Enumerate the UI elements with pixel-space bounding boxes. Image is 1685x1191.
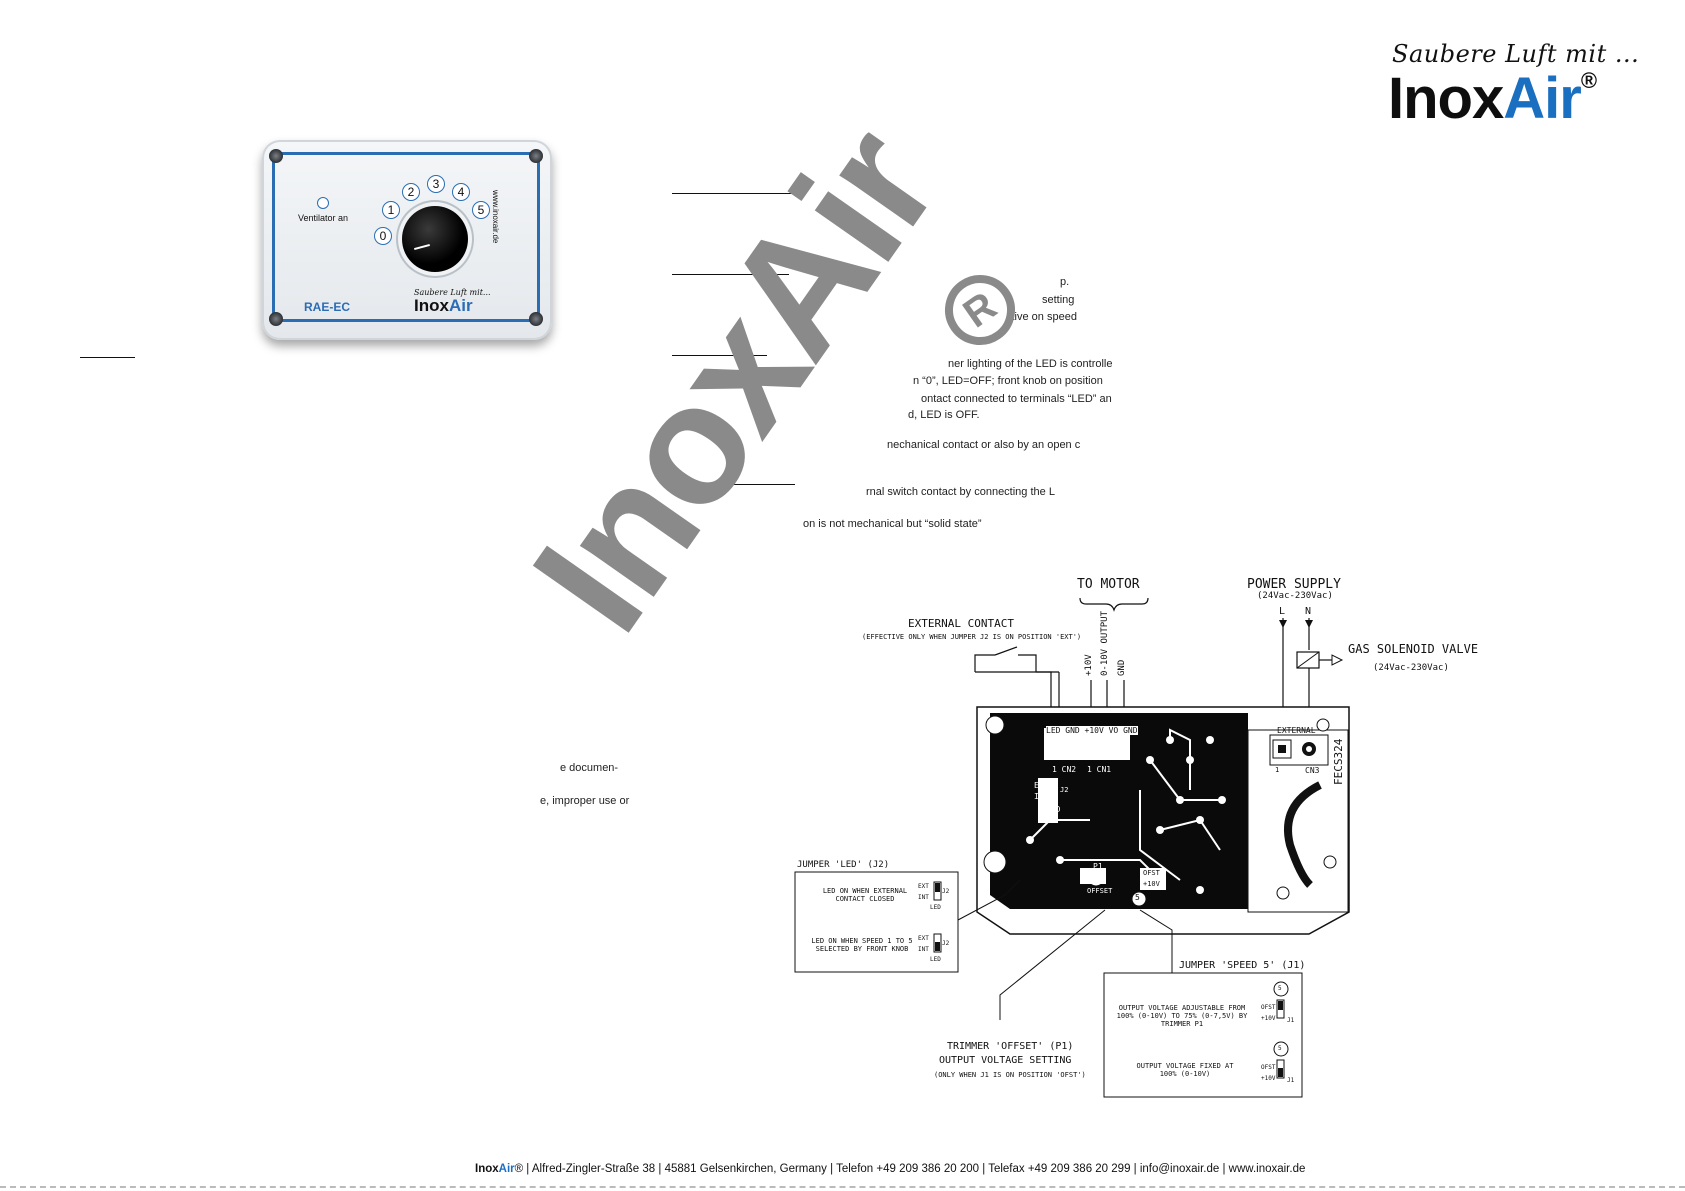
logo-reg: ® [1580, 68, 1597, 93]
screw-icon [269, 149, 283, 163]
led-on-external-label: LED ON WHEN EXTERNAL CONTACT CLOSED [822, 887, 908, 903]
external-contact-note: (EFFECTIVE ONLY WHEN JUMPER J2 IS ON POS… [862, 633, 1082, 641]
speed5-marker: 5 [1278, 985, 1282, 992]
output-label: 0-10V OUTPUT [1100, 610, 1110, 676]
power-range-label: (24Vac-230Vac) [1257, 591, 1333, 601]
ext-pin-label: EXT [1034, 781, 1049, 790]
j2-label: J2 [1060, 786, 1069, 794]
text-fragment: ctive on speed [1006, 311, 1077, 323]
dial-number: 5 [472, 201, 490, 219]
trimmer-title: TRIMMER 'OFFSET' (P1) [947, 1041, 1074, 1052]
jumper-speed-title: JUMPER 'SPEED 5' (J1) [1179, 960, 1306, 971]
external-terminal-label: EXTERNAL [1277, 726, 1316, 735]
external-contact-label: EXTERNAL CONTACT [908, 617, 1014, 630]
gnd-label: GND [1117, 659, 1127, 676]
text-fragment: ontact connected to terminals “LED” an [921, 393, 1112, 405]
neutral-N-label: N [1305, 606, 1312, 617]
gas-valve-label: GAS SOLENOID VALVE [1348, 642, 1479, 656]
dial-number: 1 [382, 201, 400, 219]
screw-icon [529, 149, 543, 163]
heading-underline [672, 484, 795, 485]
text-fragment: n “0”, LED=OFF; front knob on position [913, 375, 1103, 387]
led-on-speed-label: LED ON WHEN SPEED 1 TO 5 SELECTED BY FRO… [811, 937, 913, 953]
controller-device-image: Ventilator an 0 1 2 3 4 5 RAE-EC Saubere… [262, 140, 552, 340]
terminal-labels: LED GND +10V VO GND [1046, 726, 1138, 735]
led-pin-label: LED [1046, 805, 1061, 814]
j2-label: J2 [942, 940, 950, 947]
int-label: INT [918, 894, 929, 901]
brand-logo: InoxAir® [1388, 68, 1597, 128]
bottom-divider [0, 1186, 1685, 1188]
footer-contact: InoxAir® | Alfred-Zingler-Straße 38 | 45… [475, 1163, 1306, 1175]
j2-label: J2 [942, 888, 950, 895]
to-motor-label: TO MOTOR [1077, 577, 1140, 592]
offset-label: OFFSET [1087, 887, 1113, 895]
plus10v-small-label: +10V [1261, 1075, 1276, 1082]
line-L-label: L [1279, 606, 1286, 617]
device-frame [272, 152, 540, 322]
dial-number: 3 [427, 175, 445, 193]
device-logo: InoxAir [414, 296, 473, 315]
led-indicator-icon [317, 197, 329, 209]
ofst-label: OFST [1261, 1004, 1276, 1011]
speed5-marker: 5 [1135, 893, 1140, 902]
gas-range-label: (24Vac-230Vac) [1373, 663, 1449, 673]
j1-label: J1 [1287, 1017, 1295, 1024]
heading-underline [80, 357, 135, 358]
board-id-label: FECS324 [1332, 738, 1345, 785]
ext-label: EXT [918, 883, 929, 890]
cn2-label: 1 CN2 [1052, 765, 1077, 774]
p1-label: P1 [1093, 862, 1103, 871]
text-fragment: d, LED is OFF. [908, 409, 980, 421]
device-tagline: Saubere Luft mit... [414, 288, 491, 297]
cn3-label: CN3 [1305, 766, 1320, 775]
plus10v-small-label: +10V [1143, 880, 1160, 888]
led-label: LED [930, 904, 941, 911]
cn3-pin-label: 1 [1275, 766, 1280, 774]
ext-label: EXT [918, 935, 929, 942]
text-fragment: setting [1042, 294, 1075, 306]
dial-number: 2 [402, 183, 420, 201]
heading-underline [672, 274, 789, 275]
dial-number: 4 [452, 183, 470, 201]
int-label: INT [918, 946, 929, 953]
power-supply-label: POWER SUPPLY [1247, 577, 1341, 592]
speed-knob [402, 206, 468, 272]
trimmer-note: (ONLY WHEN J1 IS ON POSITION 'OFST') [934, 1071, 1086, 1079]
speed5-marker: 5 [1278, 1045, 1282, 1052]
heading-underline [672, 193, 794, 194]
plus10v-label: +10V [1084, 654, 1094, 676]
dial-number: 0 [374, 227, 392, 245]
heading-underline [672, 355, 767, 356]
ofst-label: OFST [1261, 1064, 1276, 1071]
text-fragment: rnal switch contact by connecting the L [866, 486, 1055, 498]
int-pin-label: INT [1034, 792, 1049, 801]
trimmer-subtitle: OUTPUT VOLTAGE SETTING [939, 1055, 1072, 1066]
speed-adjustable-label: OUTPUT VOLTAGE ADJUSTABLE FROM 100% (0-1… [1116, 1004, 1248, 1028]
plus10v-small-label: +10V [1261, 1015, 1276, 1022]
logo-tagline: Saubere Luft mit ... [1392, 40, 1640, 68]
logo-inox: Inox [1388, 66, 1504, 131]
j1-label: J1 [1287, 1077, 1295, 1084]
text-fragment: ner lighting of the LED is controlle [948, 358, 1113, 370]
led-label: Ventilator an [298, 213, 349, 223]
text-fragment: e, improper use or [540, 795, 630, 807]
speed-fixed-label: OUTPUT VOLTAGE FIXED AT 100% (0-10V) [1136, 1062, 1234, 1078]
text-fragment: on is not mechanical but “solid state” [803, 518, 982, 530]
ofst-label: OFST [1143, 869, 1160, 877]
screw-icon [529, 312, 543, 326]
device-model: RAE-EC [304, 300, 351, 314]
cn1-label: 1 CN1 [1087, 765, 1112, 774]
screw-icon [269, 312, 283, 326]
led-label: LED [930, 956, 941, 963]
jumper-led-title: JUMPER 'LED' (J2) [797, 860, 890, 870]
text-fragment: e documen- [560, 762, 619, 774]
text-fragment: p. [1060, 276, 1070, 288]
logo-air: Air [1503, 66, 1582, 131]
text-fragment: nechanical contact or also by an open c [887, 439, 1081, 451]
